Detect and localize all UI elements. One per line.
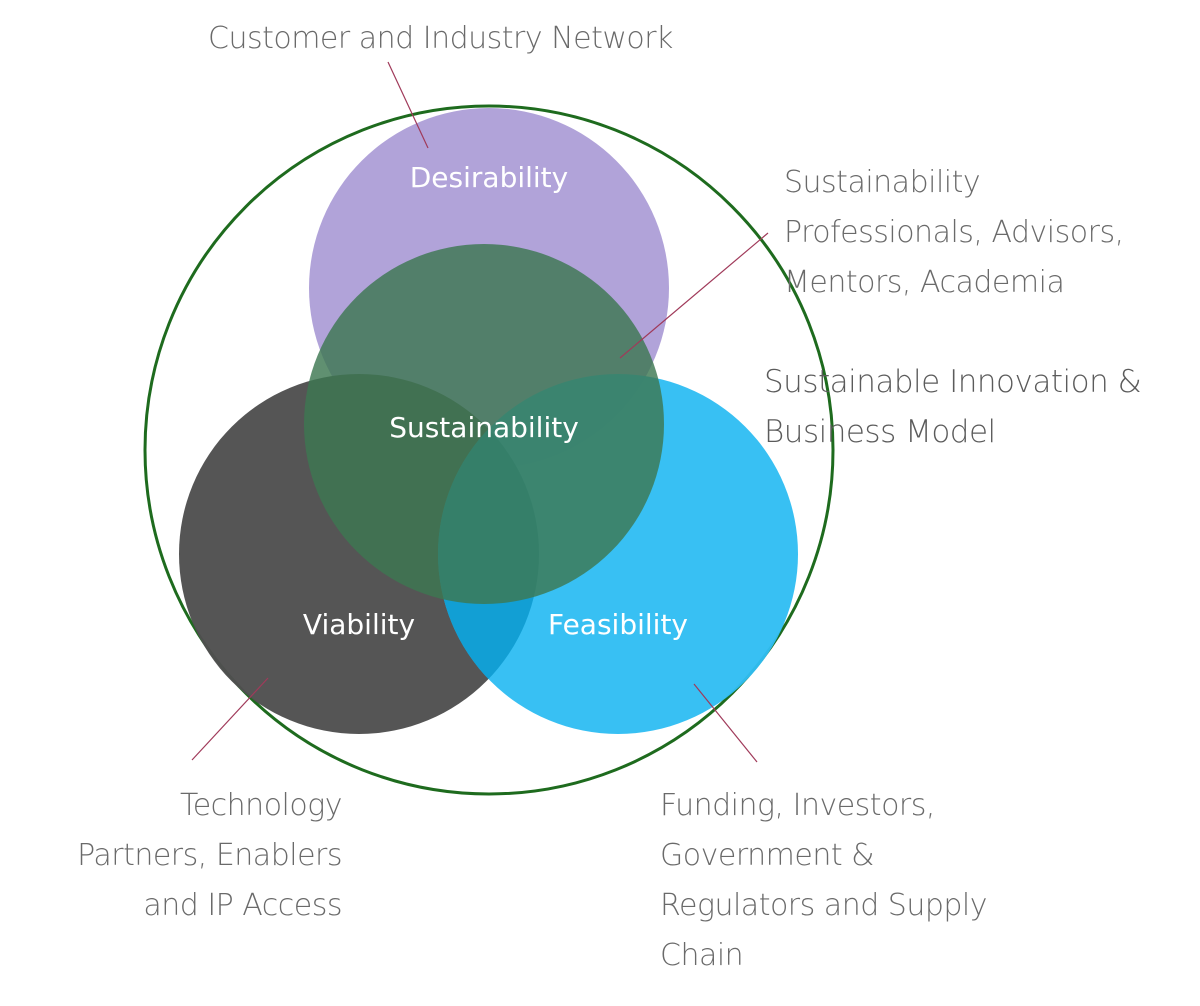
feasibility-label: Feasibility — [548, 608, 688, 641]
innovation-model-label: Sustainable Innovation & Business Model — [764, 364, 1142, 450]
professionals-label: Sustainability Professionals, Advisors, … — [784, 165, 1124, 300]
viability-label: Viability — [303, 608, 415, 641]
leader-line-professionals — [619, 232, 769, 359]
technology-label: Technology Partners, Enablers and IP Acc… — [77, 788, 342, 923]
outer-ring — [143, 104, 835, 796]
leader-line-funding — [693, 683, 758, 763]
sustainability-label: Sustainability — [389, 411, 579, 444]
funding-label: Funding, Investors, Government & Regulat… — [660, 788, 988, 973]
customer-network-label: Customer and Industry Network — [208, 21, 673, 56]
desirability-label: Desirability — [410, 161, 568, 194]
leader-line-customer — [387, 61, 429, 149]
sustainability-circle — [304, 244, 664, 604]
leader-line-technology — [191, 677, 269, 761]
